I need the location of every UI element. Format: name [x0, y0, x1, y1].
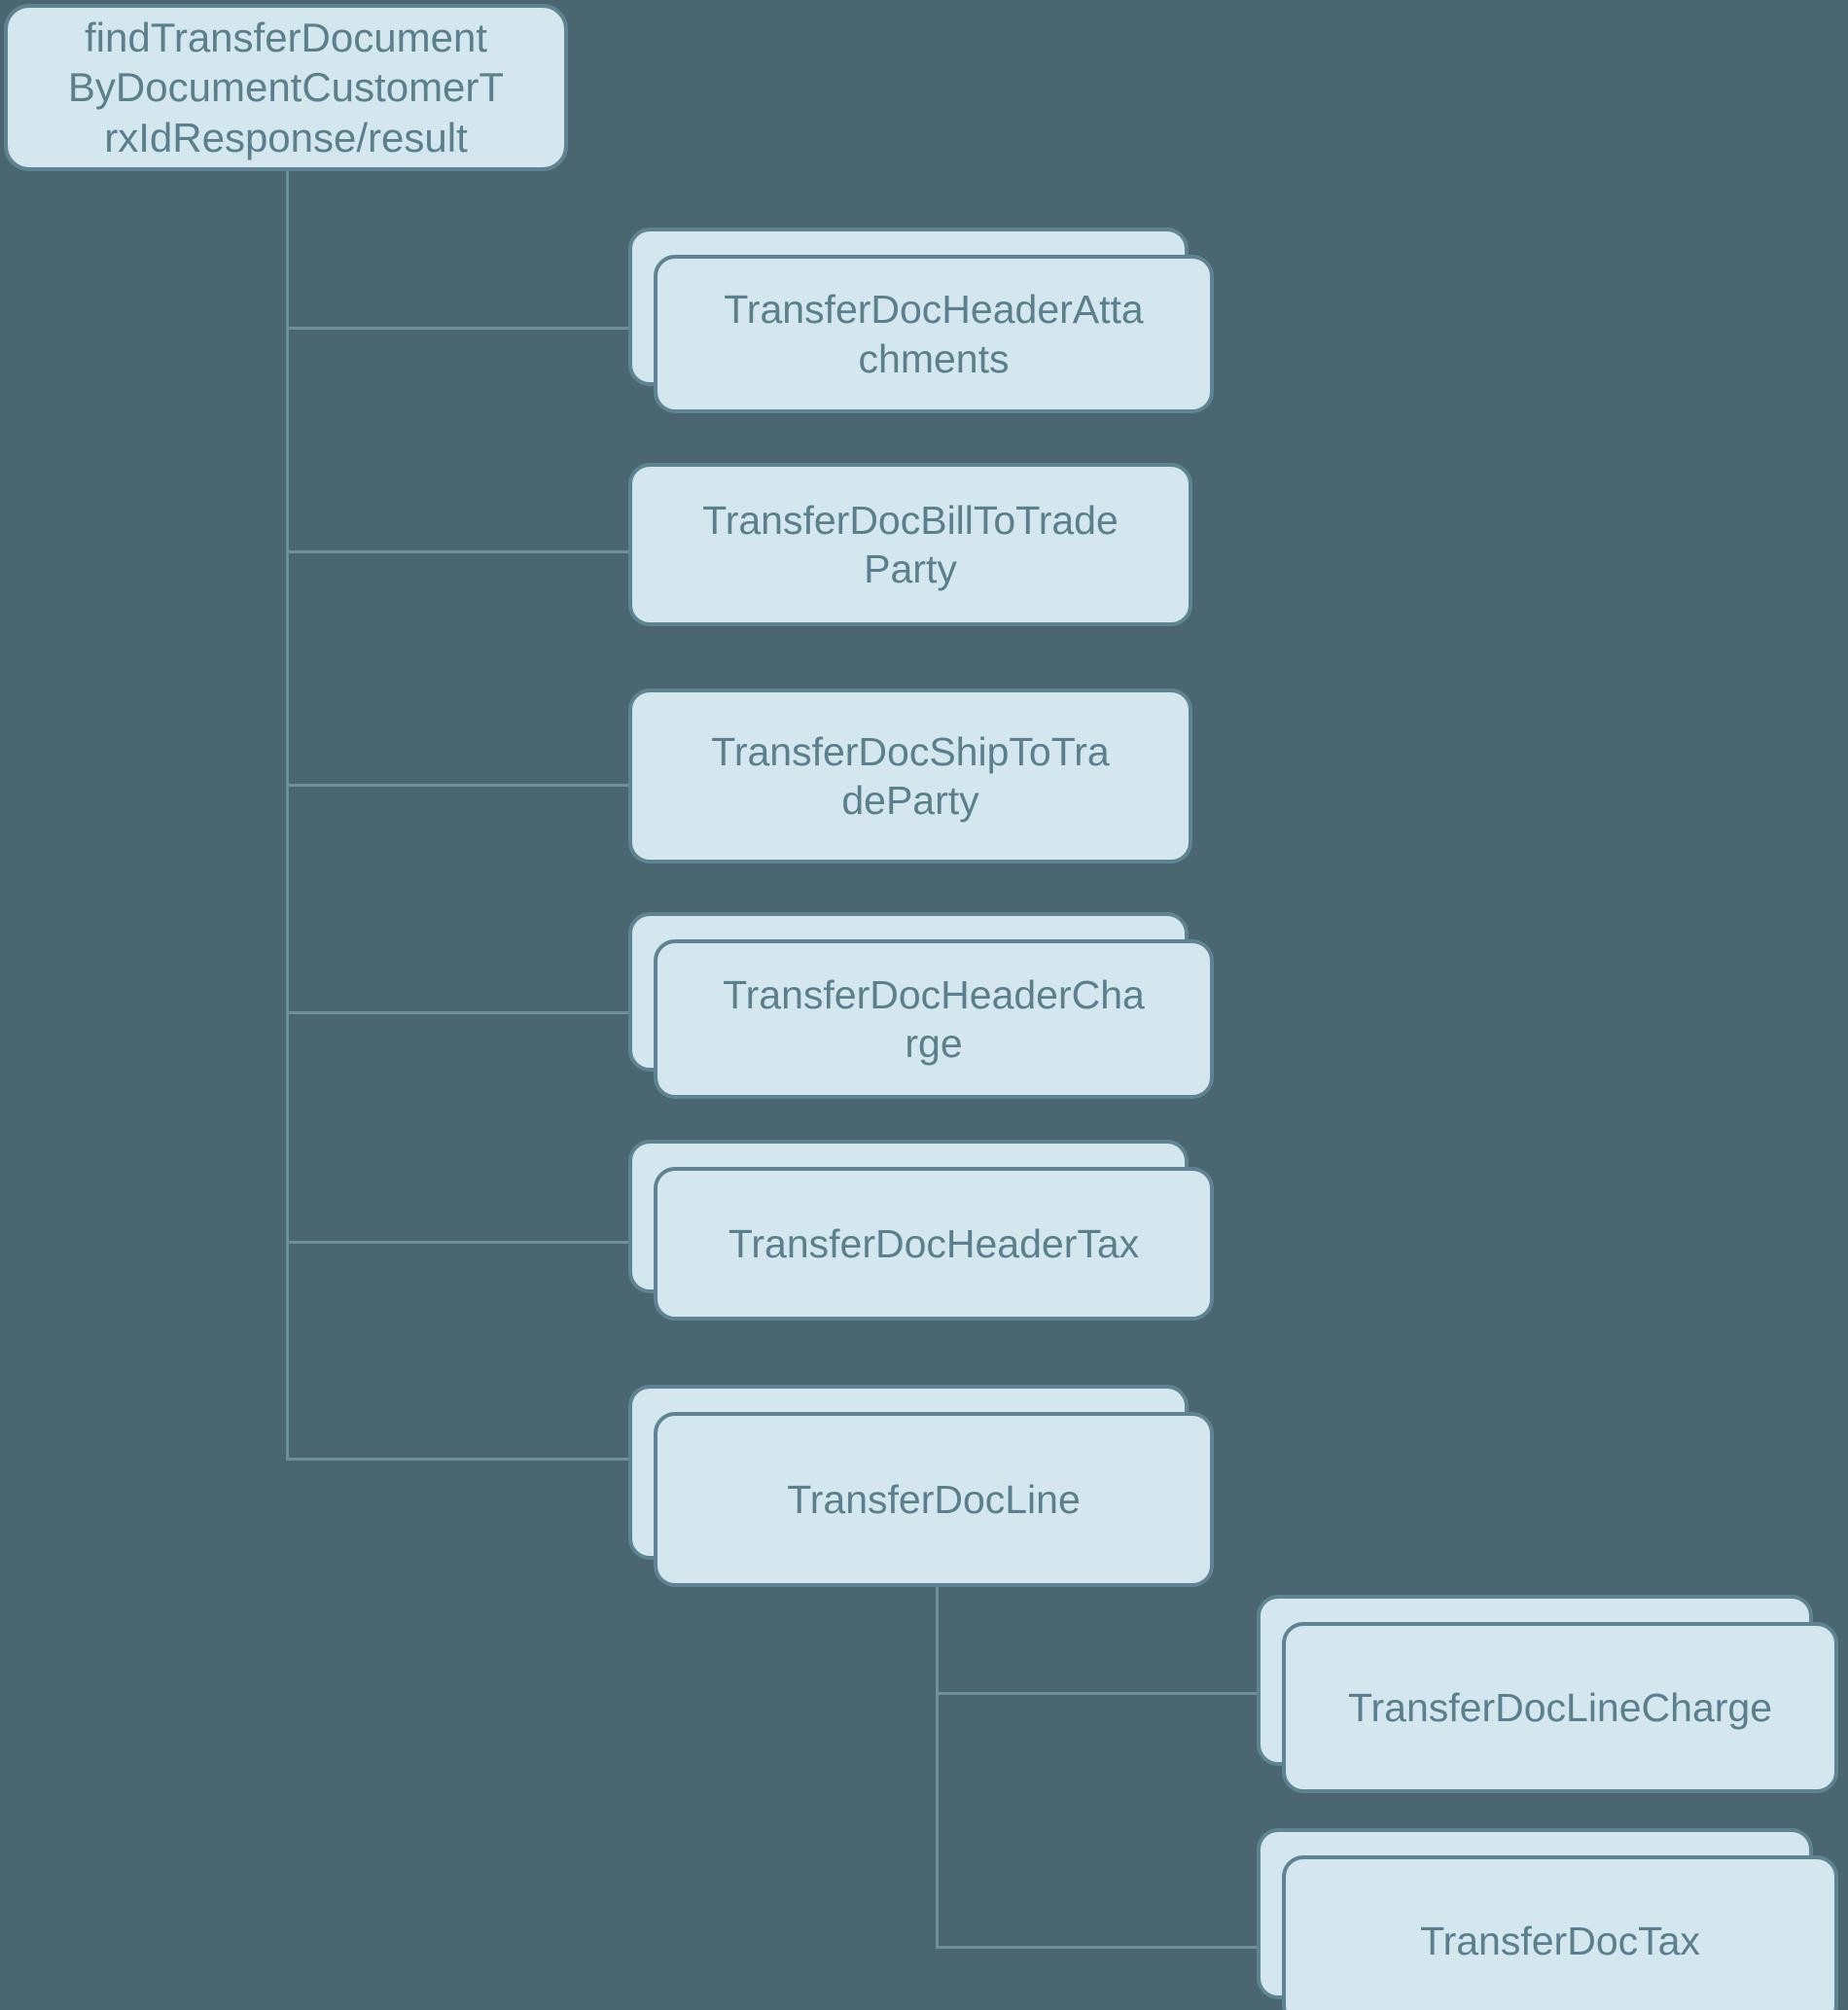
connector-line-to-doc-tax — [936, 1946, 1286, 1949]
node-attachments-card: TransferDocHeaderAtta chments — [654, 255, 1214, 413]
node-doc-tax-card: TransferDocTax — [1282, 1855, 1838, 2010]
node-transfer-doc-ship-to-trade-party[interactable]: TransferDocShipToTra deParty — [628, 688, 1192, 864]
node-root[interactable]: findTransferDocument ByDocumentCustomerT… — [4, 4, 568, 171]
node-header-tax-card: TransferDocHeaderTax — [654, 1167, 1214, 1321]
connector-root-to-attachments — [286, 327, 657, 330]
node-transfer-doc-header-attachments[interactable]: TransferDocHeaderAtta chments — [628, 228, 1214, 413]
node-ship-to-card: TransferDocShipToTra deParty — [628, 688, 1192, 864]
connector-root-to-line — [286, 1458, 657, 1461]
node-root-label: findTransferDocument ByDocumentCustomerT… — [67, 15, 505, 160]
connector-line-to-line-charge — [936, 1692, 1286, 1695]
connector-root-to-ship-to — [286, 784, 632, 787]
connector-root-to-header-tax — [286, 1241, 657, 1244]
node-transfer-doc-header-charge[interactable]: TransferDocHeaderCha rge — [628, 912, 1214, 1099]
node-bill-to-card: TransferDocBillToTrade Party — [628, 463, 1192, 626]
node-line-card: TransferDocLine — [654, 1412, 1214, 1587]
node-header-charge-card: TransferDocHeaderCha rge — [654, 939, 1214, 1099]
node-line-charge-label: TransferDocLineCharge — [1347, 1684, 1773, 1730]
node-transfer-doc-header-tax[interactable]: TransferDocHeaderTax — [628, 1140, 1214, 1321]
node-doc-tax-label: TransferDocTax — [1420, 1918, 1700, 1963]
node-transfer-doc-line[interactable]: TransferDocLine — [628, 1385, 1214, 1587]
node-attachments-label: TransferDocHeaderAtta chments — [724, 287, 1144, 381]
node-transfer-doc-bill-to-trade-party[interactable]: TransferDocBillToTrade Party — [628, 463, 1192, 626]
node-header-tax-label: TransferDocHeaderTax — [728, 1220, 1140, 1266]
node-line-label: TransferDocLine — [787, 1476, 1081, 1522]
connector-root-trunk — [286, 171, 289, 1461]
node-line-charge-card: TransferDocLineCharge — [1282, 1622, 1838, 1793]
connector-root-to-header-charge — [286, 1011, 657, 1014]
node-transfer-doc-tax[interactable]: TransferDocTax — [1257, 1828, 1838, 2010]
node-root-card: findTransferDocument ByDocumentCustomerT… — [4, 4, 568, 171]
node-bill-to-label: TransferDocBillToTrade Party — [702, 497, 1119, 591]
node-ship-to-label: TransferDocShipToTra deParty — [711, 728, 1110, 823]
connector-line-trunk — [936, 1587, 939, 1949]
node-transfer-doc-line-charge[interactable]: TransferDocLineCharge — [1257, 1595, 1838, 1793]
node-header-charge-label: TransferDocHeaderCha rge — [723, 971, 1145, 1066]
connector-root-to-bill-to — [286, 550, 632, 553]
